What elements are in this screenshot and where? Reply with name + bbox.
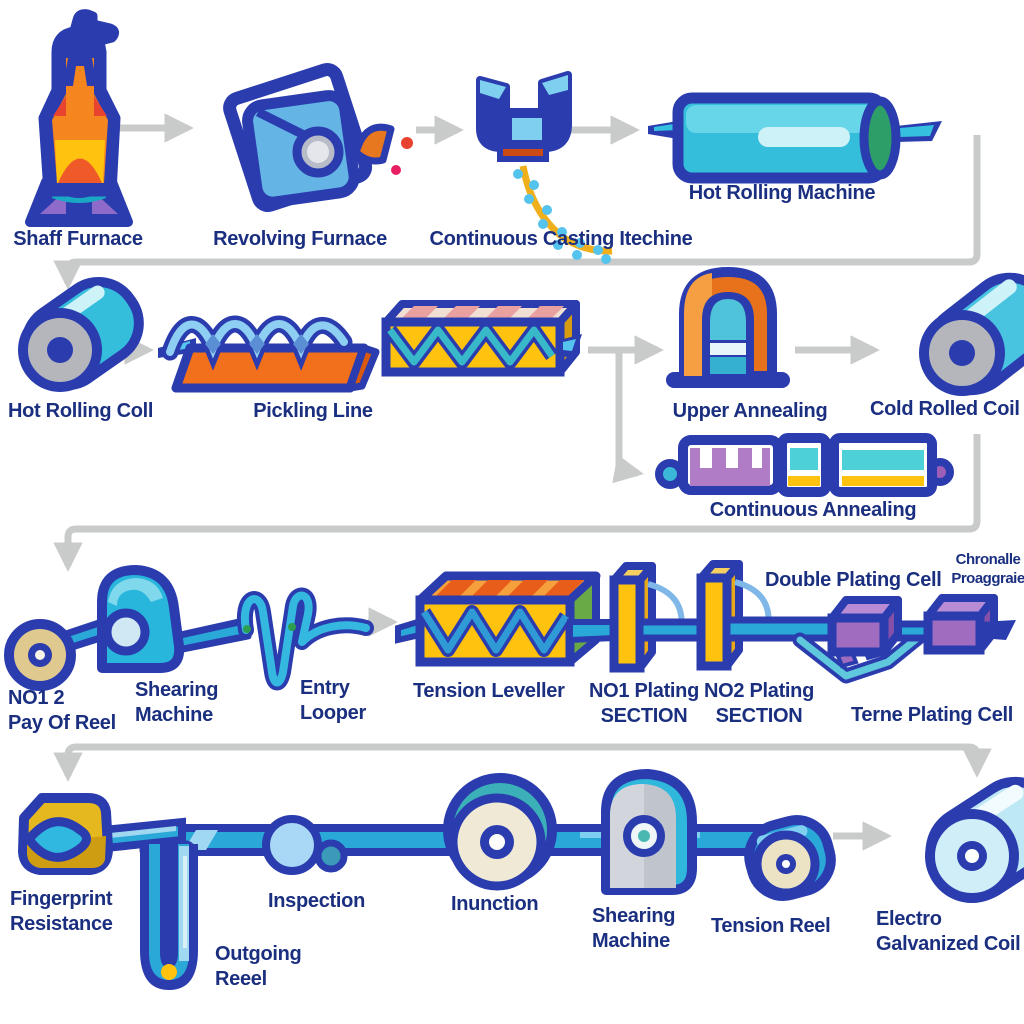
label-chromate-note: Chronalle Proaggraie [951, 551, 1024, 587]
label-inunction: Inunction [451, 893, 539, 915]
label-entry-looper: Entry Looper [300, 677, 366, 724]
connector-row3-row4-right [520, 743, 992, 778]
label-terne-plating-cell: Terne Plating Cell [851, 704, 1014, 726]
entry-looper-icon [236, 587, 374, 691]
label-fingerprint-resistance: Fingerprint Resistance [10, 888, 113, 935]
label-hot-rolling-coil: Hot Rolling Coll [8, 400, 154, 422]
continuous-annealing-icon [655, 433, 954, 497]
molten-spark-icon [352, 123, 413, 175]
inunction-roller-icon [443, 773, 557, 891]
fingerprint-resistance-icon [18, 793, 186, 875]
hot-rolling-machine-icon [648, 92, 942, 184]
connector-row3-row4-left [53, 743, 520, 782]
label-tension-leveller: Tension Leveller [413, 680, 565, 702]
shaft-furnace-icon [25, 9, 133, 227]
revolving-furnace-icon [223, 63, 413, 212]
label-shaft-furnace: Shaff Furnace [13, 228, 143, 250]
double-plating-cell-icon [827, 594, 1016, 657]
label-no2-plating-section: NO2 Plating SECTION [703, 680, 815, 727]
connector-row1-row2 [53, 135, 981, 290]
label-inspection: Inspection [268, 890, 366, 912]
label-upper-annealing: Upper Annealing [672, 400, 828, 422]
inspection-icon [262, 815, 348, 875]
arrow-to-continuous-annealing [612, 352, 644, 484]
outgoing-reel-icon [139, 839, 198, 990]
label-no1-plating-section: NO1 Plating SECTION [588, 680, 700, 727]
cold-rolled-coil-icon [919, 272, 1024, 396]
label-outgoing-reel: Outgoing Reeel [215, 943, 302, 990]
label-double-plating-cell: Double Plating Cell [765, 569, 942, 591]
label-tension-reel: Tension Reel [711, 915, 831, 937]
label-cold-rolled-coil: Cold Rolled Coil [870, 398, 1020, 420]
label-continuous-annealing: Continuous Annealing [709, 499, 917, 521]
label-entry-shearing-machine: Shearing Machine [135, 679, 219, 726]
pickling-rinse-tank-icon [381, 300, 582, 377]
pickling-line-icon [158, 315, 380, 393]
label-revolving-furnace: Revolving Furnace [213, 228, 387, 250]
tension-reel-icon [744, 815, 836, 901]
tension-leveller-icon [395, 571, 601, 667]
entry-shearing-machine-icon [97, 565, 252, 673]
no2-plating-section-icon [636, 560, 772, 671]
exit-shearing-machine-icon [601, 769, 697, 895]
hot-rolling-coil-icon [18, 276, 144, 392]
label-pay-off-reel: NO1 2 Pay Of Reel [8, 687, 116, 734]
label-exit-shearing-machine: Shearing Machine [592, 905, 676, 952]
label-electro-galvanized-coil: Electro Galvanized Coil [876, 908, 1021, 955]
label-hot-rolling-machine: Hot Rolling Machine [688, 182, 876, 204]
connector-lines [53, 113, 992, 851]
upper-annealing-furnace-icon [666, 267, 790, 388]
connector-row2-row3 [53, 434, 981, 572]
label-pickling-line: Pickling Line [253, 400, 373, 422]
continuous-casting-machine-icon [476, 71, 613, 264]
label-continuous-casting-machine: Continuous Casting Itechine [429, 228, 693, 250]
electro-galvanized-coil-icon [925, 776, 1024, 903]
